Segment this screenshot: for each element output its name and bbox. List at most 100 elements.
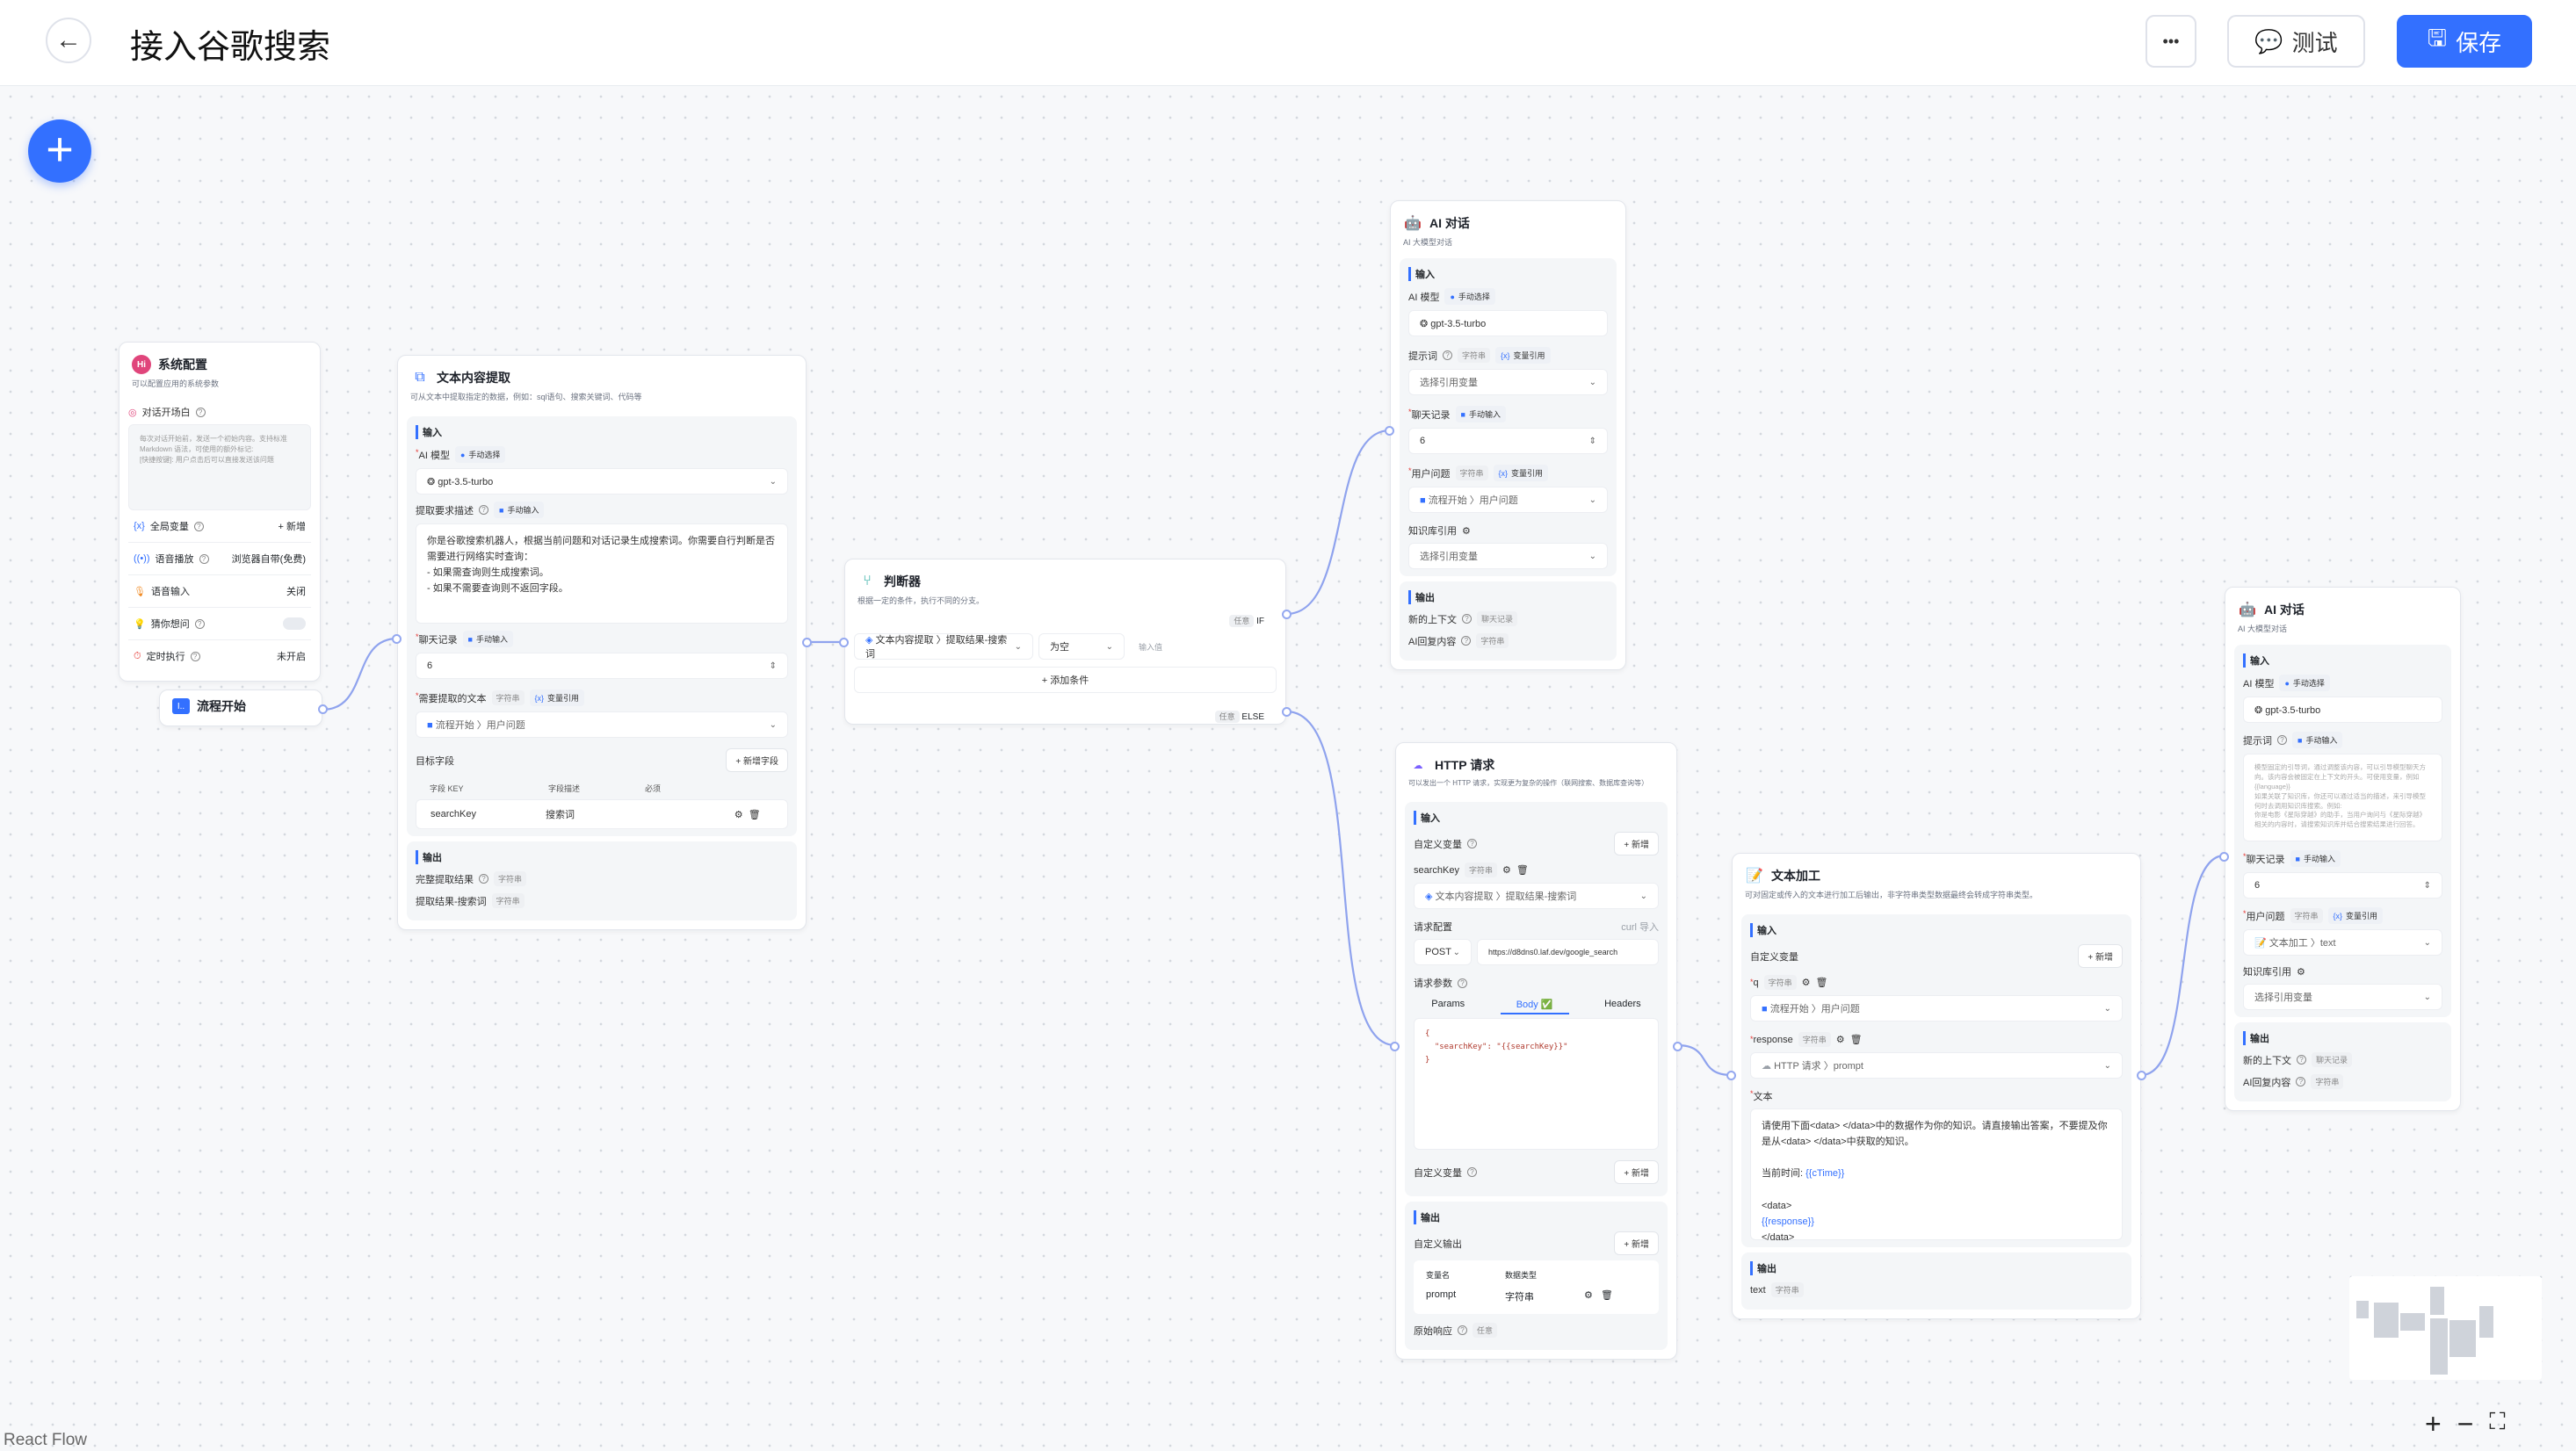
input-handle[interactable]	[2219, 852, 2229, 862]
input-handle[interactable]	[1390, 1042, 1400, 1051]
body-editor[interactable]: { "searchKey": "{{searchKey}}" }	[1414, 1018, 1659, 1150]
test-button[interactable]: 💬测试	[2227, 15, 2365, 68]
voice-input-value[interactable]: 关闭	[286, 587, 306, 597]
add-variable-button-2[interactable]: + 新增	[1614, 1160, 1659, 1184]
more-button[interactable]: •••	[2145, 15, 2196, 68]
add-node-button[interactable]: +	[28, 119, 91, 183]
hi-logo-icon: Hi	[132, 355, 151, 374]
kb-select[interactable]: 选择引用变量⌄	[1408, 543, 1608, 569]
node-title: 流程开始	[197, 699, 246, 713]
kb-select[interactable]: 选择引用变量⌄	[2243, 984, 2442, 1010]
trash-icon[interactable]: 🗑	[748, 809, 761, 820]
output-handle[interactable]	[1673, 1042, 1682, 1051]
text-process-node[interactable]: 📝文本加工 可对固定或传入的文本进行加工后输出，非字符串类型数据最终会转成字符串…	[1726, 853, 2146, 1319]
model-select[interactable]: ❂ gpt-3.5-turbo	[2243, 697, 2442, 723]
edge-judge-ai1[interactable]	[1285, 429, 1391, 616]
else-handle[interactable]	[1282, 707, 1292, 717]
node-desc: 可对固定或传入的文本进行加工后输出，非字符串类型数据最终会转成字符串类型。	[1745, 891, 2038, 899]
start-node[interactable]: I.. 流程开始	[159, 689, 328, 726]
question-select[interactable]: 📝 文本加工 〉text⌄	[2243, 929, 2442, 956]
curl-import-link[interactable]: curl 导入	[1621, 922, 1659, 933]
robot-icon: 🤖	[1404, 216, 1422, 231]
save-label: 保存	[2456, 29, 2502, 56]
node-title: 文本加工	[1771, 869, 1820, 883]
prompt-select[interactable]: 选择引用变量⌄	[1408, 369, 1608, 395]
condition-operator-select[interactable]: 为空⌄	[1038, 633, 1125, 660]
desc-textarea[interactable]: 你是谷歌搜索机器人，根据当前问题和对话记录生成搜索词。你需要自行判断是否需要进行…	[416, 523, 788, 624]
add-global-var-button[interactable]: + 新增	[278, 522, 306, 532]
model-select[interactable]: ❂ gpt-3.5-turbo	[1408, 310, 1608, 336]
branch-icon: ⑂	[863, 574, 872, 588]
history-stepper[interactable]: 6⇕	[2243, 872, 2442, 899]
method-select[interactable]: POST⌄	[1414, 939, 1472, 965]
add-condition-button[interactable]: + 添加条件	[854, 667, 1277, 693]
http-request-node[interactable]: ☁HTTP 请求 可以发出一个 HTTP 请求，实现更为复杂的操作（联网搜索、数…	[1390, 742, 1682, 1360]
model-select[interactable]: ❂ gpt-3.5-turbo⌄	[416, 468, 788, 494]
edge-http-textproc[interactable]	[1676, 1043, 1733, 1077]
zoom-in-button[interactable]: +	[2425, 1408, 2442, 1440]
condition-variable-select[interactable]: ◈ 文本内容提取 〉提取结果-搜索词⌄	[854, 633, 1033, 660]
edge-start-extract[interactable]	[322, 637, 398, 711]
settings-icon[interactable]: ⚙	[1462, 525, 1471, 537]
node-title: AI 对话	[1429, 216, 1470, 230]
condition-value-input[interactable]: 输入值	[1139, 642, 1163, 652]
edge-judge-http[interactable]	[1285, 710, 1396, 1047]
text-select[interactable]: ■ 流程开始 〉用户问题⌄	[416, 711, 788, 738]
input-handle[interactable]	[1726, 1071, 1736, 1080]
text-extract-node[interactable]: ⧉文本内容提取 可从文本中提取指定的数据，例如：sql语句、搜索关键词、代码等 …	[392, 355, 812, 930]
text-editor[interactable]: 请使用下面<data> </data>中的数据作为你的知识。请直接输出答案，不要…	[1750, 1108, 2123, 1243]
if-label: IF	[1256, 617, 1264, 626]
react-flow-attribution[interactable]: React Flow	[4, 1431, 88, 1449]
save-icon: 🖫	[2427, 25, 2448, 51]
input-handle[interactable]	[839, 638, 849, 647]
output-handle[interactable]	[2137, 1071, 2146, 1080]
edge-textproc-ai2[interactable]	[2140, 854, 2225, 1077]
zoom-out-button[interactable]: −	[2457, 1408, 2474, 1440]
ai-chat-node-2[interactable]: 🤖AI 对话 AI 大模型对话 输入 AI 模型●手动选择 ❂ gpt-3.5-…	[2219, 587, 2461, 1111]
start-icon: I..	[172, 698, 190, 714]
question-select[interactable]: ■ 流程开始 〉用户问题⌄	[1408, 487, 1608, 513]
input-handle[interactable]	[392, 634, 402, 644]
add-variable-button[interactable]: + 新增	[1614, 832, 1659, 855]
output-handle[interactable]	[318, 704, 328, 714]
chat-bubble-icon: 💬	[2254, 27, 2283, 54]
fit-view-button[interactable]: ⛶	[2489, 1408, 2506, 1434]
add-field-button[interactable]: + 新增字段	[726, 748, 788, 772]
searchkey-select[interactable]: ◈ 文本内容提取 〉提取结果-搜索词⌄	[1414, 883, 1659, 909]
schedule-value[interactable]: 未开启	[277, 652, 306, 662]
history-stepper[interactable]: 6⇕	[1408, 428, 1608, 454]
guess-question-toggle[interactable]	[283, 617, 306, 630]
node-title: AI 对话	[2264, 603, 2305, 617]
input-section-title: 输入	[416, 425, 788, 439]
output-handle[interactable]	[802, 638, 812, 647]
tab-body[interactable]: Body ✅	[1500, 999, 1569, 1014]
add-output-button[interactable]: + 新增	[1614, 1231, 1659, 1255]
input-handle[interactable]	[1385, 426, 1394, 436]
back-button[interactable]: ←	[46, 18, 91, 63]
prompt-textarea[interactable]: 模型固定的引导词，通过调整该内容，可以引导模型聊天方向。该内容会被固定在上下文的…	[2243, 754, 2442, 841]
node-desc: 可以配置应用的系统参数	[132, 379, 220, 388]
settings-icon[interactable]: ⚙	[734, 809, 743, 820]
add-variable-button[interactable]: + 新增	[2078, 944, 2123, 968]
q-select[interactable]: ■ 流程开始 〉用户问题⌄	[1750, 995, 2123, 1021]
history-stepper[interactable]: 6⇕	[416, 653, 788, 679]
more-icon: •••	[2162, 32, 2180, 50]
response-select[interactable]: ☁ HTTP 请求 〉prompt⌄	[1750, 1052, 2123, 1079]
ai-chat-node-1[interactable]: 🤖AI 对话 AI 大模型对话 输入 AI 模型●手动选择 ❂ gpt-3.5-…	[1385, 200, 1626, 670]
mode-tag[interactable]: ●手动选择	[454, 446, 506, 463]
tab-params[interactable]: Params	[1431, 999, 1465, 1009]
minimap[interactable]	[2349, 1276, 2542, 1380]
opening-textarea[interactable]: 每次对话开始前，发送一个初始内容。支持标准 Markdown 语法，可使用的额外…	[128, 424, 311, 510]
extract-icon: ⧉	[415, 370, 425, 385]
tab-headers[interactable]: Headers	[1604, 999, 1641, 1009]
save-button[interactable]: 🖫 保存	[2397, 15, 2532, 68]
tts-value[interactable]: 浏览器自带(免费)	[231, 554, 306, 565]
if-handle[interactable]	[1282, 610, 1292, 619]
judge-node[interactable]: ⑂判断器 根据一定的条件，执行不同的分支。 任意 IF ◈ 文本内容提取 〉提取…	[839, 559, 1292, 725]
global-vars-label: 全局变量	[149, 522, 189, 532]
url-input[interactable]: https://d8dns0.laf.dev/google_search	[1477, 939, 1659, 965]
